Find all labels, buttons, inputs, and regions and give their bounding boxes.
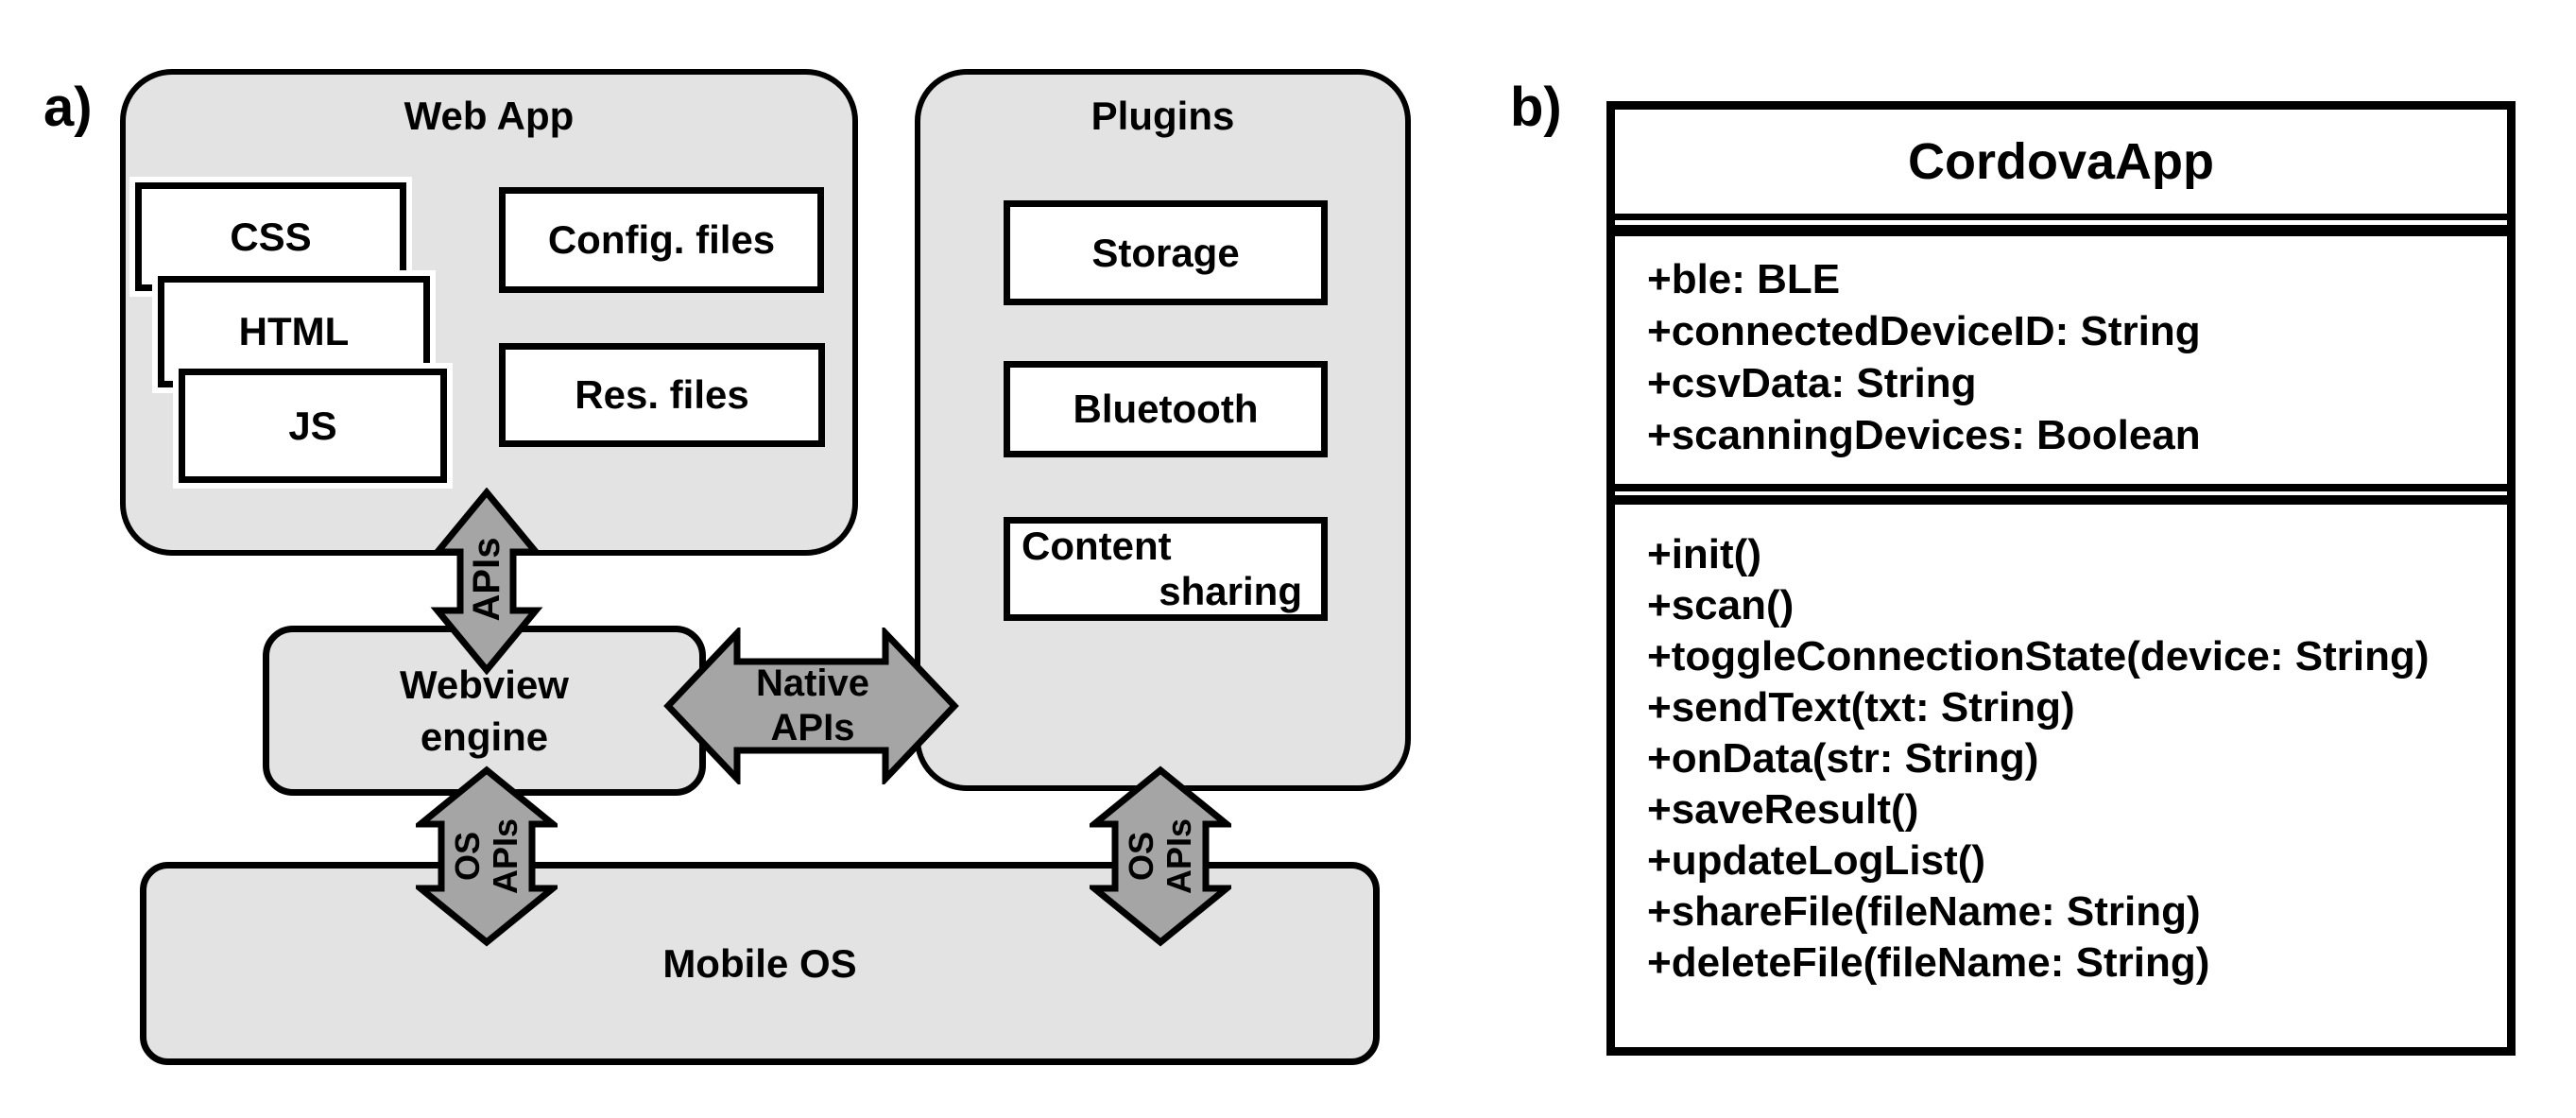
content-sharing-label-line1: Content xyxy=(1022,524,1172,568)
class-method: +init() xyxy=(1647,531,1761,577)
content-sharing-box: Content sharing xyxy=(1004,517,1328,621)
panel-b-label: b) xyxy=(1510,77,1562,138)
apis-double-arrow-icon xyxy=(430,488,543,675)
title-separator xyxy=(1615,214,2507,236)
webview-engine-label-line2: engine xyxy=(420,714,549,759)
cordova-app-class-box: CordovaApp +ble: BLE +connectedDeviceID:… xyxy=(1606,101,2516,1056)
class-method: +toggleConnectionState(device: String) xyxy=(1647,633,2430,679)
plugins-title: Plugins xyxy=(1091,94,1235,138)
class-method: +deleteFile(fileName: String) xyxy=(1647,939,2210,986)
bluetooth-box: Bluetooth xyxy=(1004,361,1328,457)
storage-label: Storage xyxy=(1091,230,1240,275)
class-methods-compartment: +init() +scan() +toggleConnectionState(d… xyxy=(1615,505,2507,989)
storage-box: Storage xyxy=(1004,200,1328,305)
class-attribute: +connectedDeviceID: String xyxy=(1647,308,2201,354)
os-apis-right-double-arrow-icon xyxy=(1090,765,1231,947)
css-box-label: CSS xyxy=(230,214,312,259)
os-apis-right-arrow-label: OS APIs xyxy=(1122,817,1198,895)
class-name: CordovaApp xyxy=(1908,133,2214,190)
class-attributes-compartment: +ble: BLE +connectedDeviceID: String +cs… xyxy=(1615,236,2507,484)
attributes-separator xyxy=(1615,484,2507,505)
content-sharing-label-line2: sharing xyxy=(1159,569,1302,613)
class-attribute: +ble: BLE xyxy=(1647,256,1841,302)
config-files-label: Config. files xyxy=(547,217,776,262)
class-method: +onData(str: String) xyxy=(1647,735,2039,782)
web-app-title: Web App xyxy=(404,94,575,138)
html-box-label: HTML xyxy=(238,309,350,353)
res-files-label: Res. files xyxy=(575,372,749,417)
class-attribute: +scanningDevices: Boolean xyxy=(1647,412,2201,458)
class-method: +updateLogList() xyxy=(1647,837,1986,884)
class-method: +shareFile(fileName: String) xyxy=(1647,888,2201,935)
os-apis-left-double-arrow-icon xyxy=(416,765,558,947)
class-method: +saveResult() xyxy=(1647,786,1919,833)
config-files-box: Config. files xyxy=(499,187,824,293)
bluetooth-label: Bluetooth xyxy=(1073,387,1259,431)
os-apis-left-arrow-label: OS APIs xyxy=(448,817,524,895)
class-method: +scan() xyxy=(1647,582,1795,628)
native-apis-arrow-label: Native APIs xyxy=(755,662,870,748)
class-attribute: +csvData: String xyxy=(1647,360,1977,406)
panel-a-label: a) xyxy=(43,77,93,138)
apis-arrow-label: APIs xyxy=(465,537,507,622)
native-apis-double-arrow-icon xyxy=(663,628,959,784)
css-box: CSS xyxy=(129,177,412,297)
js-box-label: JS xyxy=(288,403,337,448)
class-method: +sendText(txt: String) xyxy=(1647,684,2075,731)
js-box: JS xyxy=(173,363,453,489)
mobile-os-label: Mobile OS xyxy=(662,941,857,986)
res-files-box: Res. files xyxy=(499,343,825,447)
